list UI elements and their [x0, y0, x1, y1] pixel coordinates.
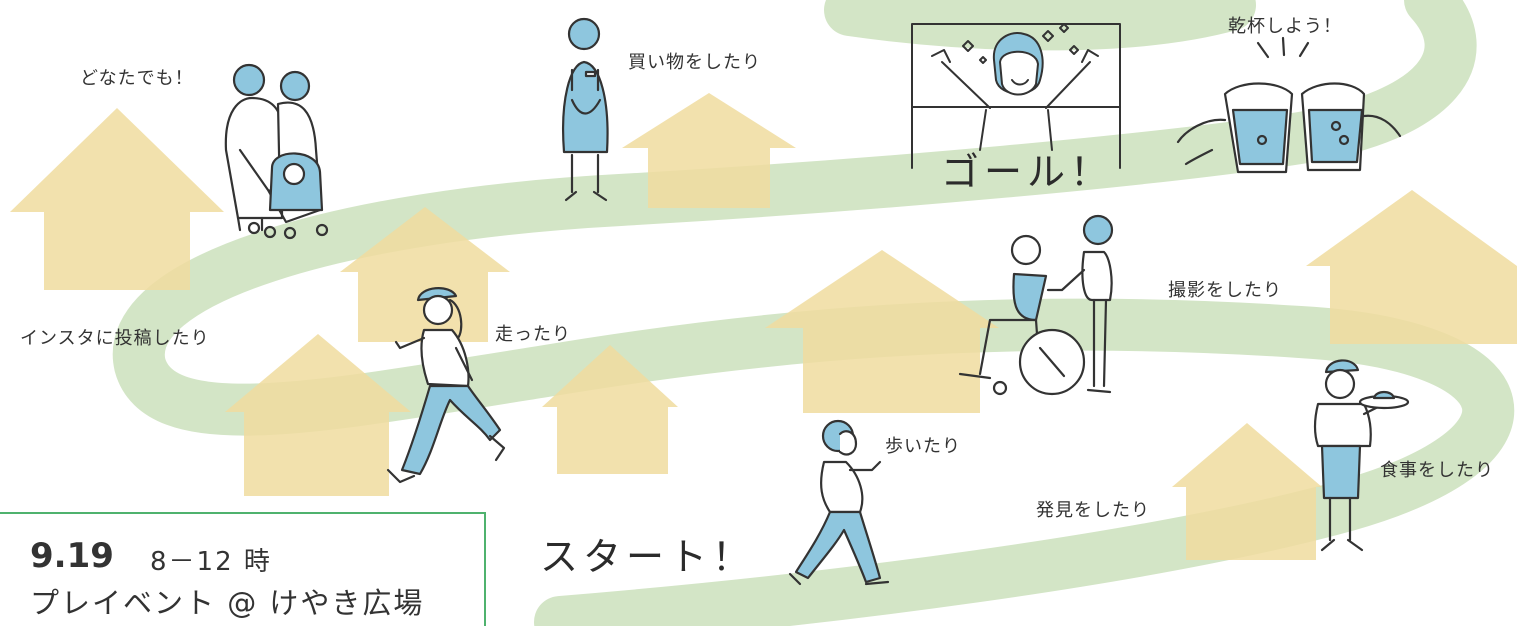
- shop-clerk-illustration: [562, 17, 609, 202]
- house-6: [765, 250, 999, 413]
- label-anyone: どなたでも！: [80, 68, 194, 89]
- label-start: スタート！: [540, 535, 756, 579]
- house-2: [340, 207, 510, 342]
- label-discover: 発見をしたり: [1036, 500, 1150, 521]
- label-shopping: 買い物をしたり: [628, 52, 761, 73]
- house-8: [1172, 423, 1322, 560]
- family-stroller-illustration: [224, 63, 329, 240]
- event-name: プレイベント @ けやき広場: [30, 586, 425, 620]
- event-time: 8－12 時: [150, 547, 272, 577]
- house-4: [542, 345, 678, 474]
- goal-board-illustration: [911, 23, 1121, 169]
- wheelchair-illustration: [958, 214, 1114, 396]
- waitress-illustration: [1313, 359, 1410, 552]
- house-5: [622, 93, 796, 208]
- label-meal: 食事をしたり: [1380, 460, 1494, 481]
- runner-illustration: [386, 287, 506, 484]
- event-date: 9.19: [30, 536, 114, 576]
- label-running: 走ったり: [495, 324, 571, 345]
- house-1: [10, 108, 224, 290]
- label-photo: 撮影をしたり: [1168, 280, 1282, 301]
- house-7: [1306, 190, 1517, 344]
- house-3: [225, 334, 411, 496]
- label-cheers: 乾杯しよう！: [1228, 16, 1342, 37]
- label-walking: 歩いたり: [885, 436, 961, 457]
- event-info-box: 9.19 8－12 時 プレイベント @ けやき広場: [0, 512, 486, 626]
- label-instagram: インスタに投稿したり: [20, 328, 210, 349]
- beer-mugs-illustration: [1176, 36, 1402, 174]
- walker-illustration: [788, 419, 890, 586]
- label-goal: ゴール！: [941, 150, 1114, 194]
